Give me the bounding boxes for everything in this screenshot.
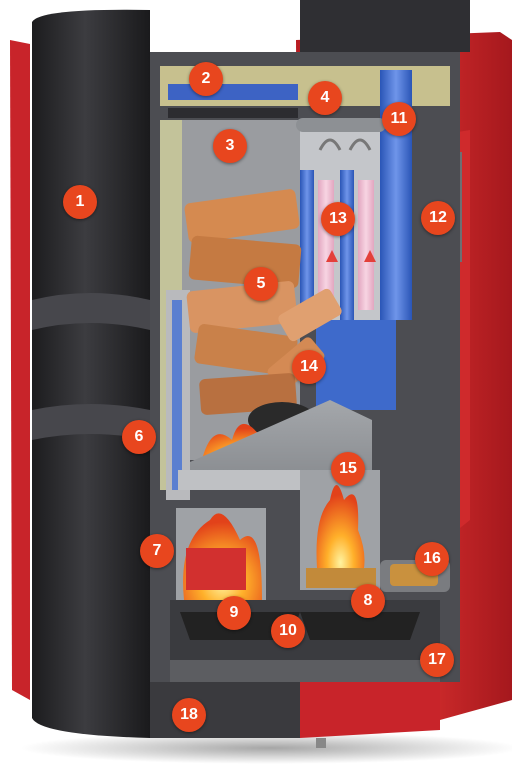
marker-4: 4 — [308, 81, 342, 115]
marker-15: 15 — [331, 452, 365, 486]
marker-3: 3 — [213, 129, 247, 163]
marker-14: 14 — [292, 350, 326, 384]
marker-7: 7 — [140, 534, 174, 568]
marker-1: 1 — [63, 185, 97, 219]
marker-10: 10 — [271, 614, 305, 648]
marker-12: 12 — [421, 201, 455, 235]
marker-8: 8 — [351, 584, 385, 618]
marker-16: 16 — [415, 542, 449, 576]
red-casing-left-edge — [10, 40, 30, 700]
marker-18: 18 — [172, 698, 206, 732]
marker-11: 11 — [382, 102, 416, 136]
marker-13: 13 — [321, 202, 355, 236]
front-door — [32, 9, 150, 738]
marker-17: 17 — [420, 643, 454, 677]
marker-6: 6 — [122, 420, 156, 454]
marker-9: 9 — [217, 596, 251, 630]
marker-5: 5 — [244, 267, 278, 301]
marker-2: 2 — [189, 62, 223, 96]
